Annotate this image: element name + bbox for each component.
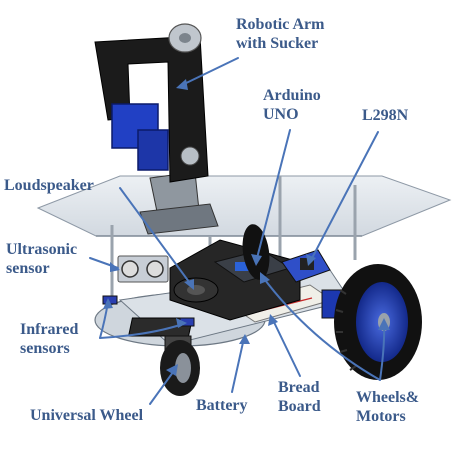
label-infrared: Infrared sensors — [20, 320, 78, 358]
label-arduino-line1: Arduino — [263, 87, 321, 104]
ultrasonic-eye-left — [121, 260, 139, 278]
ultrasonic-eye-right — [146, 260, 164, 278]
label-arduino-line2: UNO — [263, 106, 299, 123]
arrow-arduino — [255, 129, 291, 263]
arrow-heads — [103, 79, 390, 376]
label-infrared-line2: sensors — [20, 340, 70, 357]
label-ultrasonic: Ultrasonic sensor — [6, 240, 77, 278]
label-infrared-line1: Infrared — [20, 321, 79, 338]
arrow-wheels-1 — [261, 275, 381, 381]
arrow-loudspeaker — [119, 187, 193, 287]
label-bread-board: Bread Board — [278, 378, 321, 416]
universal-wheel-hub — [175, 353, 191, 383]
label-wheels-motors: Wheels& Motors — [356, 388, 419, 426]
label-arduino: Arduino UNO — [263, 86, 321, 124]
sucker-pulley-inner — [179, 33, 191, 43]
arm-joint-knob — [180, 146, 200, 166]
label-battery: Battery — [196, 396, 248, 415]
label-robotic-arm-line2: with Sucker — [236, 35, 319, 52]
arrow-robotic-arm — [179, 57, 239, 87]
arrow-bread-board — [271, 317, 301, 377]
label-battery-line1: Battery — [196, 397, 248, 414]
label-wheels-motors-line1: Wheels& — [356, 389, 420, 406]
label-loudspeaker: Loudspeaker — [4, 176, 94, 195]
label-ultrasonic-line1: Ultrasonic — [6, 241, 78, 258]
label-l298n-line1: L298N — [362, 107, 409, 124]
label-universal-wheel-line1: Universal Wheel — [30, 407, 144, 424]
arrow-infrared-2 — [99, 323, 184, 339]
arduino-chip — [235, 262, 251, 271]
callout-arrows — [89, 57, 386, 405]
arm-pedestal-base — [139, 203, 219, 235]
tire-tread — [335, 289, 357, 371]
arrow-battery — [231, 337, 245, 393]
label-robotic-arm: Robotic Arm with Sucker — [236, 15, 324, 53]
label-loudspeaker-line1: Loudspeaker — [4, 177, 94, 194]
label-universal-wheel: Universal Wheel — [30, 406, 143, 425]
label-bread-board-line1: Bread — [278, 379, 320, 396]
arrow-universal-wheel — [149, 367, 177, 405]
label-l298n: L298N — [362, 106, 408, 125]
arm-servo-upper — [137, 129, 169, 171]
battery-pack — [127, 317, 194, 337]
label-ultrasonic-line2: sensor — [6, 260, 50, 277]
arrow-l298n — [309, 131, 379, 263]
label-wheels-motors-line2: Motors — [356, 408, 406, 425]
label-bread-board-line2: Board — [278, 398, 321, 415]
label-robotic-arm-line1: Robotic Arm — [236, 16, 325, 33]
upper-plate — [36, 175, 452, 237]
